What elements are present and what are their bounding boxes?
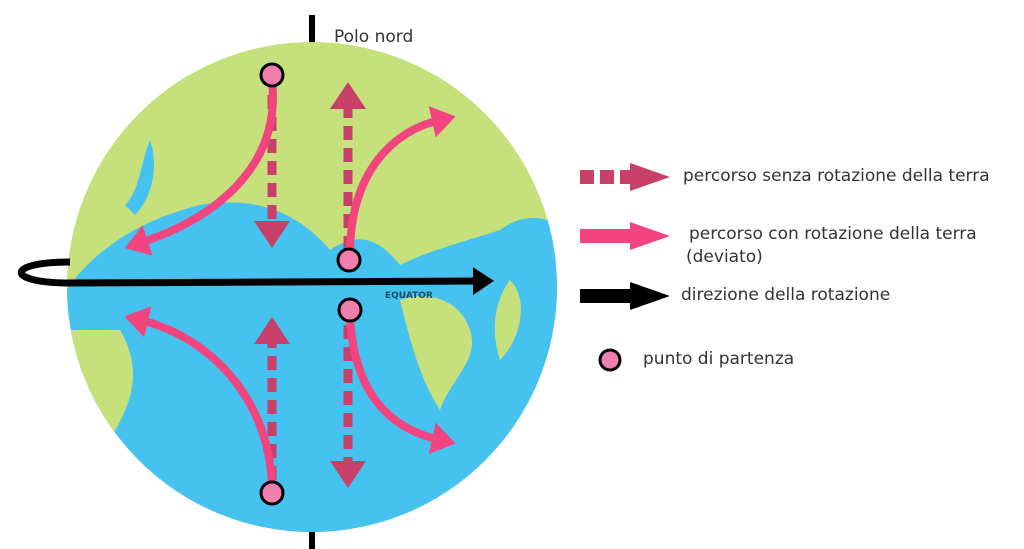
legend-deflected-arrow-icon bbox=[580, 222, 670, 250]
deflected-arrow-se bbox=[346, 317, 456, 454]
legend-label-deflected-note: (deviato) bbox=[686, 247, 763, 267]
legend-dashed-arrow-icon bbox=[580, 163, 670, 191]
start-dot bbox=[259, 480, 285, 506]
legend-label-deflected: percorso con rotazione della terra bbox=[689, 224, 977, 244]
legend-label-rotation: direzione della rotazione bbox=[681, 285, 891, 305]
legend-label-dashed: percorso senza rotazione della terra bbox=[683, 166, 990, 186]
start-dot bbox=[336, 247, 362, 273]
deflected-arrow-nw bbox=[124, 79, 277, 256]
deflected-arrow-sw bbox=[124, 306, 276, 489]
legend-start-dot-icon bbox=[598, 348, 622, 372]
legend-label-start: punto di partenza bbox=[643, 349, 795, 369]
deflected-arrow-ne bbox=[346, 106, 456, 256]
equator-label: EQUATOR bbox=[385, 291, 433, 301]
rotation-arrow bbox=[18, 258, 494, 296]
ocean bbox=[67, 140, 557, 532]
north-pole-label: Polo nord bbox=[334, 27, 414, 47]
legend-rotation-arrow-icon bbox=[580, 282, 670, 310]
start-dot bbox=[259, 62, 285, 88]
start-dot bbox=[337, 297, 363, 323]
